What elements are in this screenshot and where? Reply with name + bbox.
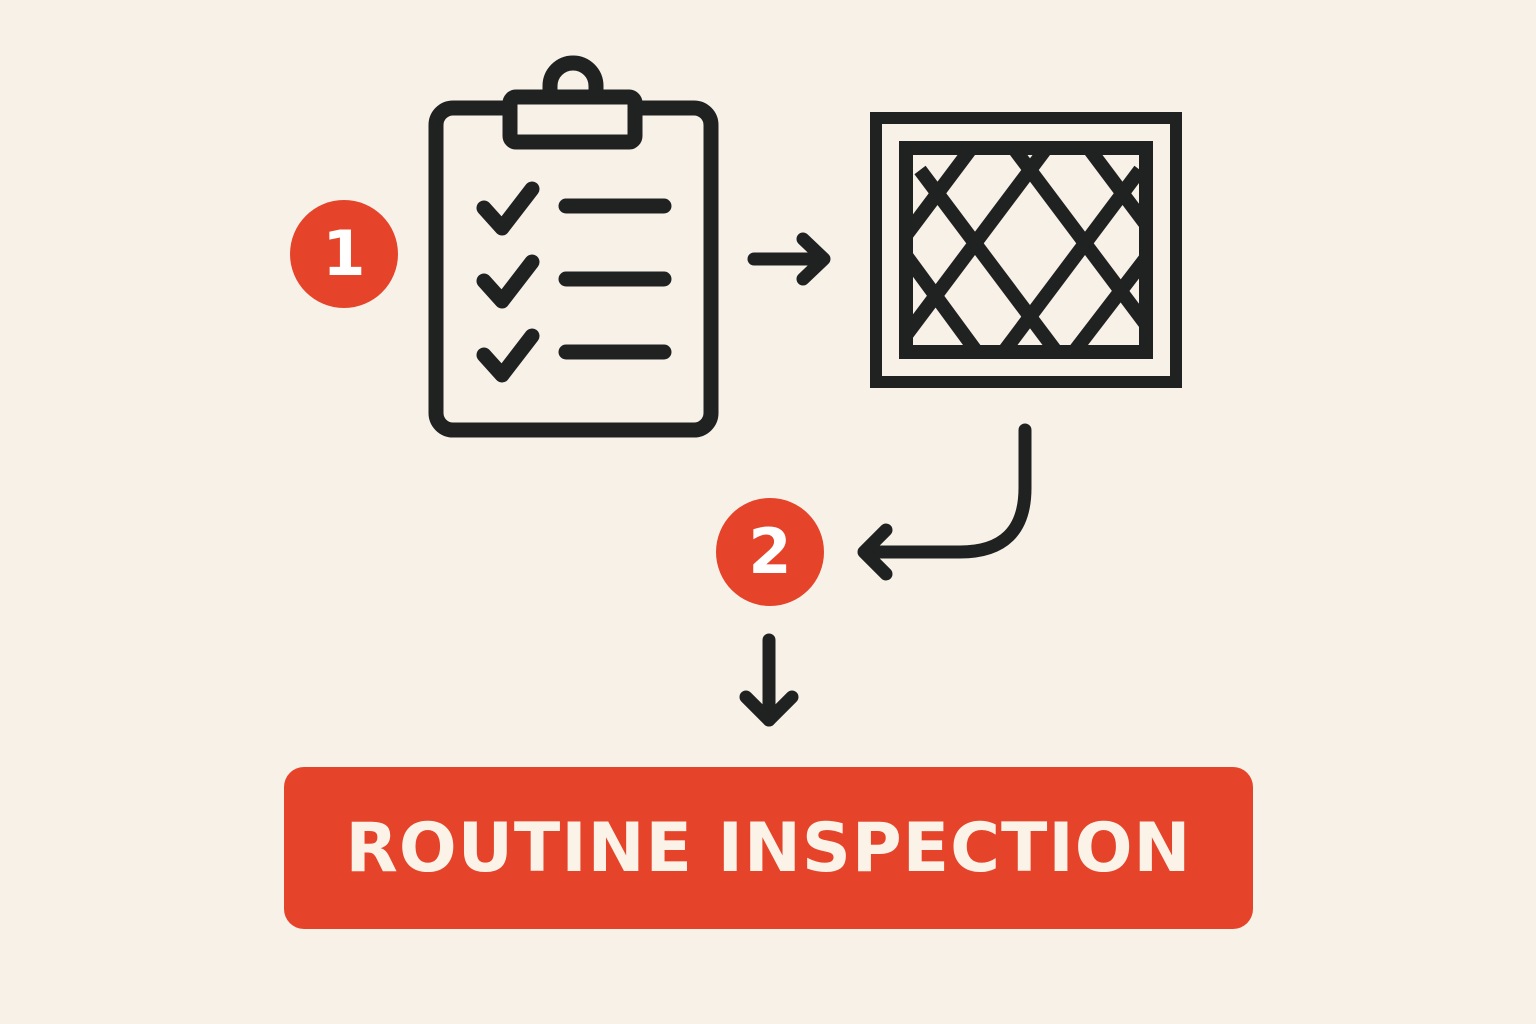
- step-1-number: 1: [322, 217, 366, 290]
- air-filter-icon: [870, 112, 1182, 388]
- step-2-badge: 2: [716, 498, 824, 606]
- banner-label: ROUTINE INSPECTION: [345, 808, 1192, 888]
- check-mark-1: [476, 181, 540, 236]
- down-arrow-icon: [739, 633, 799, 727]
- check-mark-2: [476, 254, 540, 309]
- step-1-badge: 1: [290, 200, 398, 308]
- routine-inspection-banner: ROUTINE INSPECTION: [284, 767, 1253, 929]
- step-2-number: 2: [748, 515, 792, 588]
- filter-frame: [870, 112, 1182, 388]
- right-arrow-icon: [747, 232, 831, 286]
- check-mark-3: [476, 328, 540, 383]
- clipboard-clip-ring: [542, 55, 604, 105]
- clipboard-checklist-icon: [428, 55, 719, 438]
- filter-mesh: [906, 148, 1146, 352]
- curved-arrow-icon: [857, 423, 1032, 581]
- clipboard-clip: [502, 89, 643, 150]
- clipboard-board: [428, 100, 719, 438]
